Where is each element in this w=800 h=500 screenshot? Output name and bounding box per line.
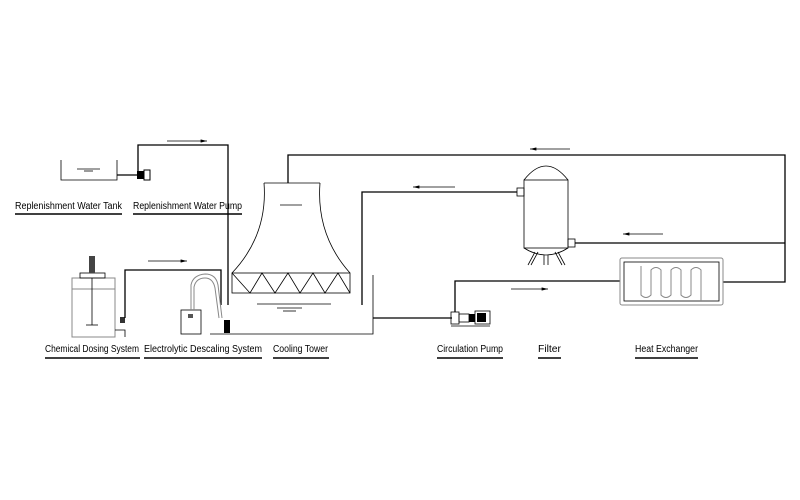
cooling-tower [231, 182, 351, 312]
replenishment-water-tank [60, 160, 118, 181]
label-chemical-dosing-system: Chemical Dosing System [45, 344, 140, 359]
pipe-filter-to-tower [361, 191, 517, 305]
label-replenishment-water-tank: Replenishment Water Tank [15, 201, 123, 215]
label-electrolytic-descaling-system: Electrolytic Descaling System [144, 344, 262, 359]
heat-exchanger [619, 257, 724, 306]
label-cooling-tower: Cooling Tower [273, 344, 329, 359]
label-replenishment-water-pump: Replenishment Water Pump [133, 201, 242, 215]
label-text: Circulation Pump [437, 344, 503, 355]
replenishment-water-pump [137, 169, 151, 181]
chemical-dosing-tank [71, 256, 126, 338]
label-text: Cooling Tower [273, 344, 329, 355]
pipe-dosing-to-tower [124, 269, 222, 318]
electrolytic-descaling-unit [180, 273, 230, 335]
label-text: Replenishment Water Tank [15, 201, 123, 212]
filter-vessel [516, 165, 576, 266]
pipe-pump-to-heat-exchanger [454, 280, 620, 312]
pipe-return-to-tower [287, 154, 786, 283]
label-text: Filter [538, 344, 562, 355]
label-text: Chemical Dosing System [45, 344, 139, 355]
label-circulation-pump: Circulation Pump [437, 344, 503, 359]
label-text: Electrolytic Descaling System [144, 344, 262, 355]
label-filter: Filter [538, 344, 562, 359]
circulation-pump [450, 310, 491, 327]
cooling-tower-basin [210, 275, 374, 335]
label-heat-exchanger: Heat Exchanger [635, 344, 699, 359]
pipe-replenishment-to-tower [137, 144, 229, 305]
label-text: Heat Exchanger [635, 344, 699, 355]
label-text: Replenishment Water Pump [133, 201, 242, 212]
